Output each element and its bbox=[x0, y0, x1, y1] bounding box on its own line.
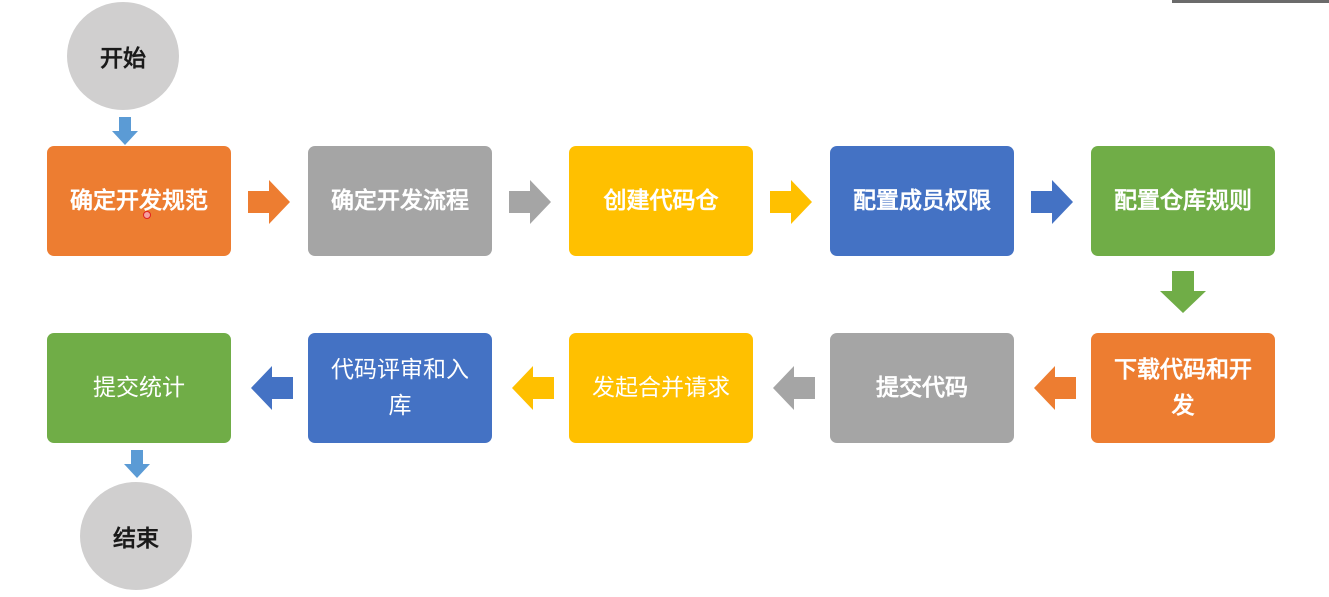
step-define-dev-process: 确定开发流程 bbox=[308, 146, 492, 256]
arrow-left-2 bbox=[773, 366, 815, 410]
step-create-repo: 创建代码仓 bbox=[569, 146, 753, 256]
arrow-left-1 bbox=[1034, 366, 1076, 410]
arrow-down-start bbox=[112, 117, 138, 145]
step-submit-statistics: 提交统计 bbox=[47, 333, 231, 443]
arrow-right-4 bbox=[1031, 180, 1073, 224]
step-code-review-and-merge: 代码评审和入库 bbox=[308, 333, 492, 443]
arrow-left-4 bbox=[251, 366, 293, 410]
step-define-dev-spec: 确定开发规范 bbox=[47, 146, 231, 256]
arrow-down-right-column bbox=[1160, 271, 1206, 313]
start-node: 开始 bbox=[67, 2, 179, 110]
step-create-merge-request: 发起合并请求 bbox=[569, 333, 753, 443]
pointer-cursor-dot bbox=[143, 211, 151, 219]
step-commit-code: 提交代码 bbox=[830, 333, 1014, 443]
arrow-left-3 bbox=[512, 366, 554, 410]
arrow-down-end bbox=[124, 450, 150, 478]
arrow-right-3 bbox=[770, 180, 812, 224]
arrow-right-1 bbox=[248, 180, 290, 224]
arrow-right-2 bbox=[509, 180, 551, 224]
end-node: 结束 bbox=[80, 482, 192, 590]
step-config-member-permissions: 配置成员权限 bbox=[830, 146, 1014, 256]
step-config-repo-rules: 配置仓库规则 bbox=[1091, 146, 1275, 256]
step-download-and-develop: 下载代码和开发 bbox=[1091, 333, 1275, 443]
screen-edge-bar bbox=[1172, 0, 1329, 3]
